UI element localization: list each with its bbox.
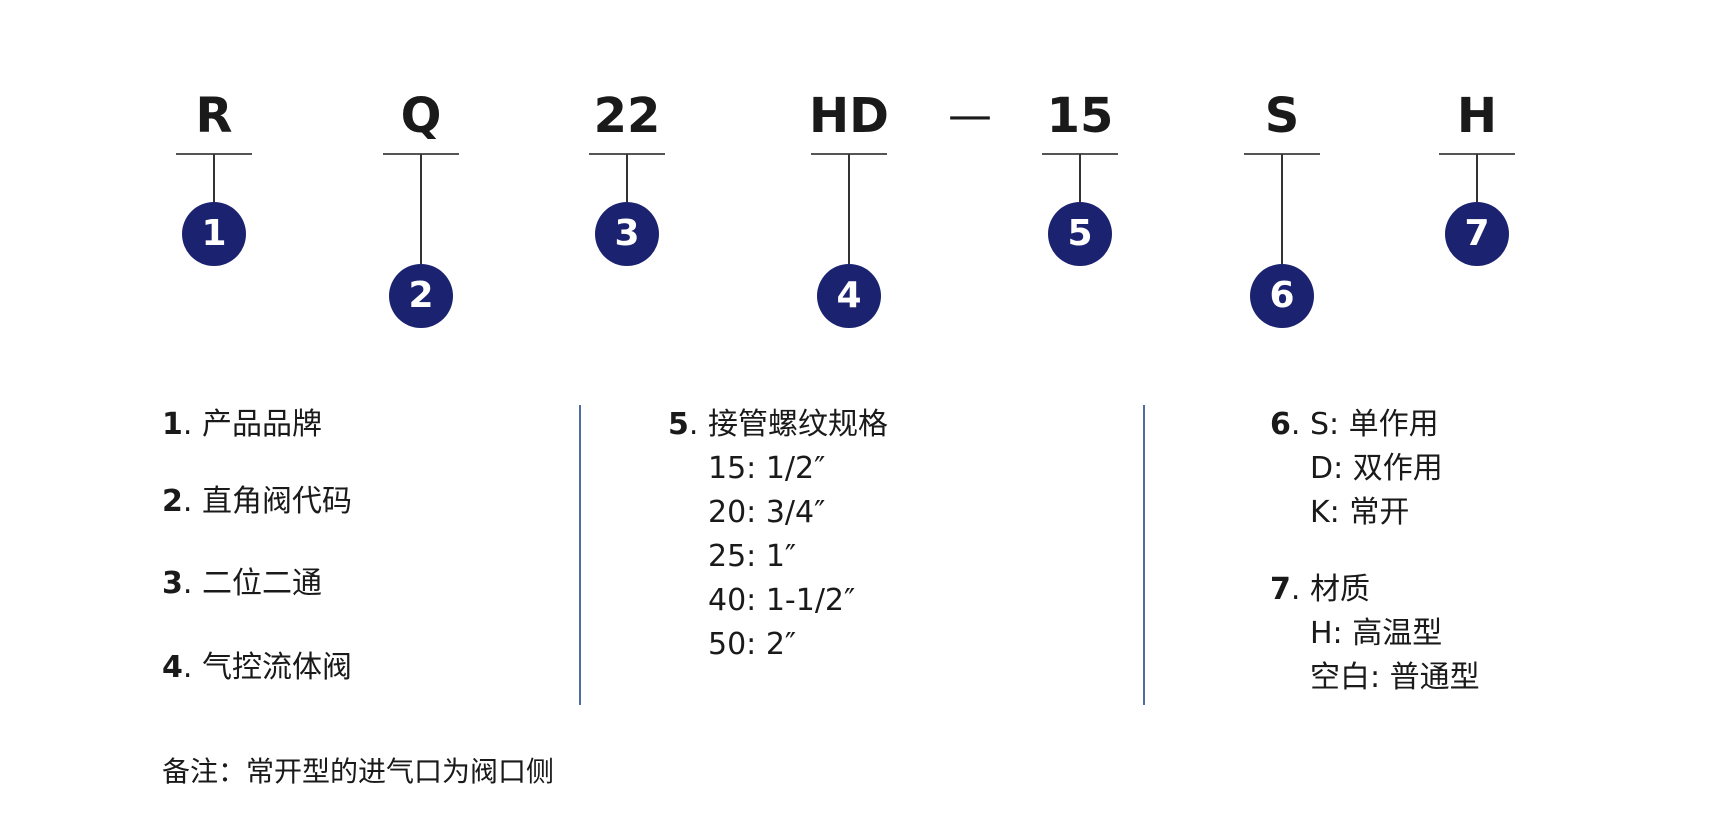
marker-2: 2 bbox=[389, 264, 453, 328]
legend-item-7: 7. 材质 H: 高温型 空白: 普通型 bbox=[1270, 568, 1480, 700]
code-segment-2: Q bbox=[400, 88, 442, 144]
connector-line-6 bbox=[1281, 154, 1283, 264]
legend-item-1: 1. 产品品牌 bbox=[162, 403, 322, 447]
thread-spec-item: 40: 1-1/2″ bbox=[708, 583, 856, 618]
code-dash: — bbox=[948, 90, 992, 141]
legend-label: . 产品品牌 bbox=[182, 407, 322, 442]
legend-number: 6 bbox=[1270, 407, 1291, 442]
footnote: 备注：常开型的进气口为阀口侧 bbox=[162, 755, 555, 788]
code-segment-6: S bbox=[1264, 88, 1300, 144]
code-segment-4: HD bbox=[809, 88, 890, 144]
thread-spec-item: 50: 2″ bbox=[708, 627, 797, 662]
thread-spec-item: 25: 1″ bbox=[708, 539, 797, 574]
legend-number: 5 bbox=[668, 407, 689, 442]
legend-label: . 二位二通 bbox=[182, 566, 322, 601]
legend-label: . S: 单作用 bbox=[1290, 407, 1439, 442]
code-segment-3: 22 bbox=[593, 88, 661, 144]
legend-number: 1 bbox=[162, 407, 183, 442]
legend-label: . 直角阀代码 bbox=[182, 484, 352, 519]
code-segment-1: R bbox=[195, 88, 233, 144]
marker-5: 5 bbox=[1048, 202, 1112, 266]
connector-line-3 bbox=[626, 154, 628, 202]
material-item: 空白: 普通型 bbox=[1310, 660, 1480, 695]
legend-label: . 材质 bbox=[1290, 572, 1370, 607]
connector-line-7 bbox=[1476, 154, 1478, 202]
legend-label: . 气控流体阀 bbox=[182, 650, 352, 685]
connector-line-5 bbox=[1079, 154, 1081, 202]
legend-number: 3 bbox=[162, 566, 183, 601]
legend-number: 2 bbox=[162, 484, 183, 519]
column-divider bbox=[579, 405, 581, 705]
connector-line-2 bbox=[420, 154, 422, 264]
legend-label: . 接管螺纹规格 bbox=[688, 407, 888, 442]
legend-item-6: 6. S: 单作用 D: 双作用 K: 常开 bbox=[1270, 403, 1443, 535]
marker-4: 4 bbox=[817, 264, 881, 328]
thread-spec-item: 15: 1/2″ bbox=[708, 451, 826, 486]
legend-number: 4 bbox=[162, 650, 183, 685]
marker-7: 7 bbox=[1445, 202, 1509, 266]
action-type-item: K: 常开 bbox=[1310, 495, 1410, 530]
connector-line-4 bbox=[848, 154, 850, 264]
action-type-item: D: 双作用 bbox=[1310, 451, 1443, 486]
legend-item-2: 2. 直角阀代码 bbox=[162, 480, 352, 524]
code-segment-7: H bbox=[1456, 88, 1498, 144]
thread-spec-item: 20: 3/4″ bbox=[708, 495, 826, 530]
code-segment-5: 15 bbox=[1046, 88, 1114, 144]
marker-6: 6 bbox=[1250, 264, 1314, 328]
legend-number: 7 bbox=[1270, 572, 1291, 607]
legend-item-3: 3. 二位二通 bbox=[162, 562, 322, 606]
legend-item-4: 4. 气控流体阀 bbox=[162, 646, 352, 690]
connector-line-1 bbox=[213, 154, 215, 202]
column-divider bbox=[1143, 405, 1145, 705]
model-code-diagram: R Q 22 HD — 15 S H 1 2 3 4 5 6 7 bbox=[0, 0, 1732, 360]
legend-item-5: 5. 接管螺纹规格 15: 1/2″ 20: 3/4″ 25: 1″ 40: 1… bbox=[668, 403, 888, 667]
material-item: H: 高温型 bbox=[1310, 616, 1443, 651]
marker-1: 1 bbox=[182, 202, 246, 266]
marker-3: 3 bbox=[595, 202, 659, 266]
